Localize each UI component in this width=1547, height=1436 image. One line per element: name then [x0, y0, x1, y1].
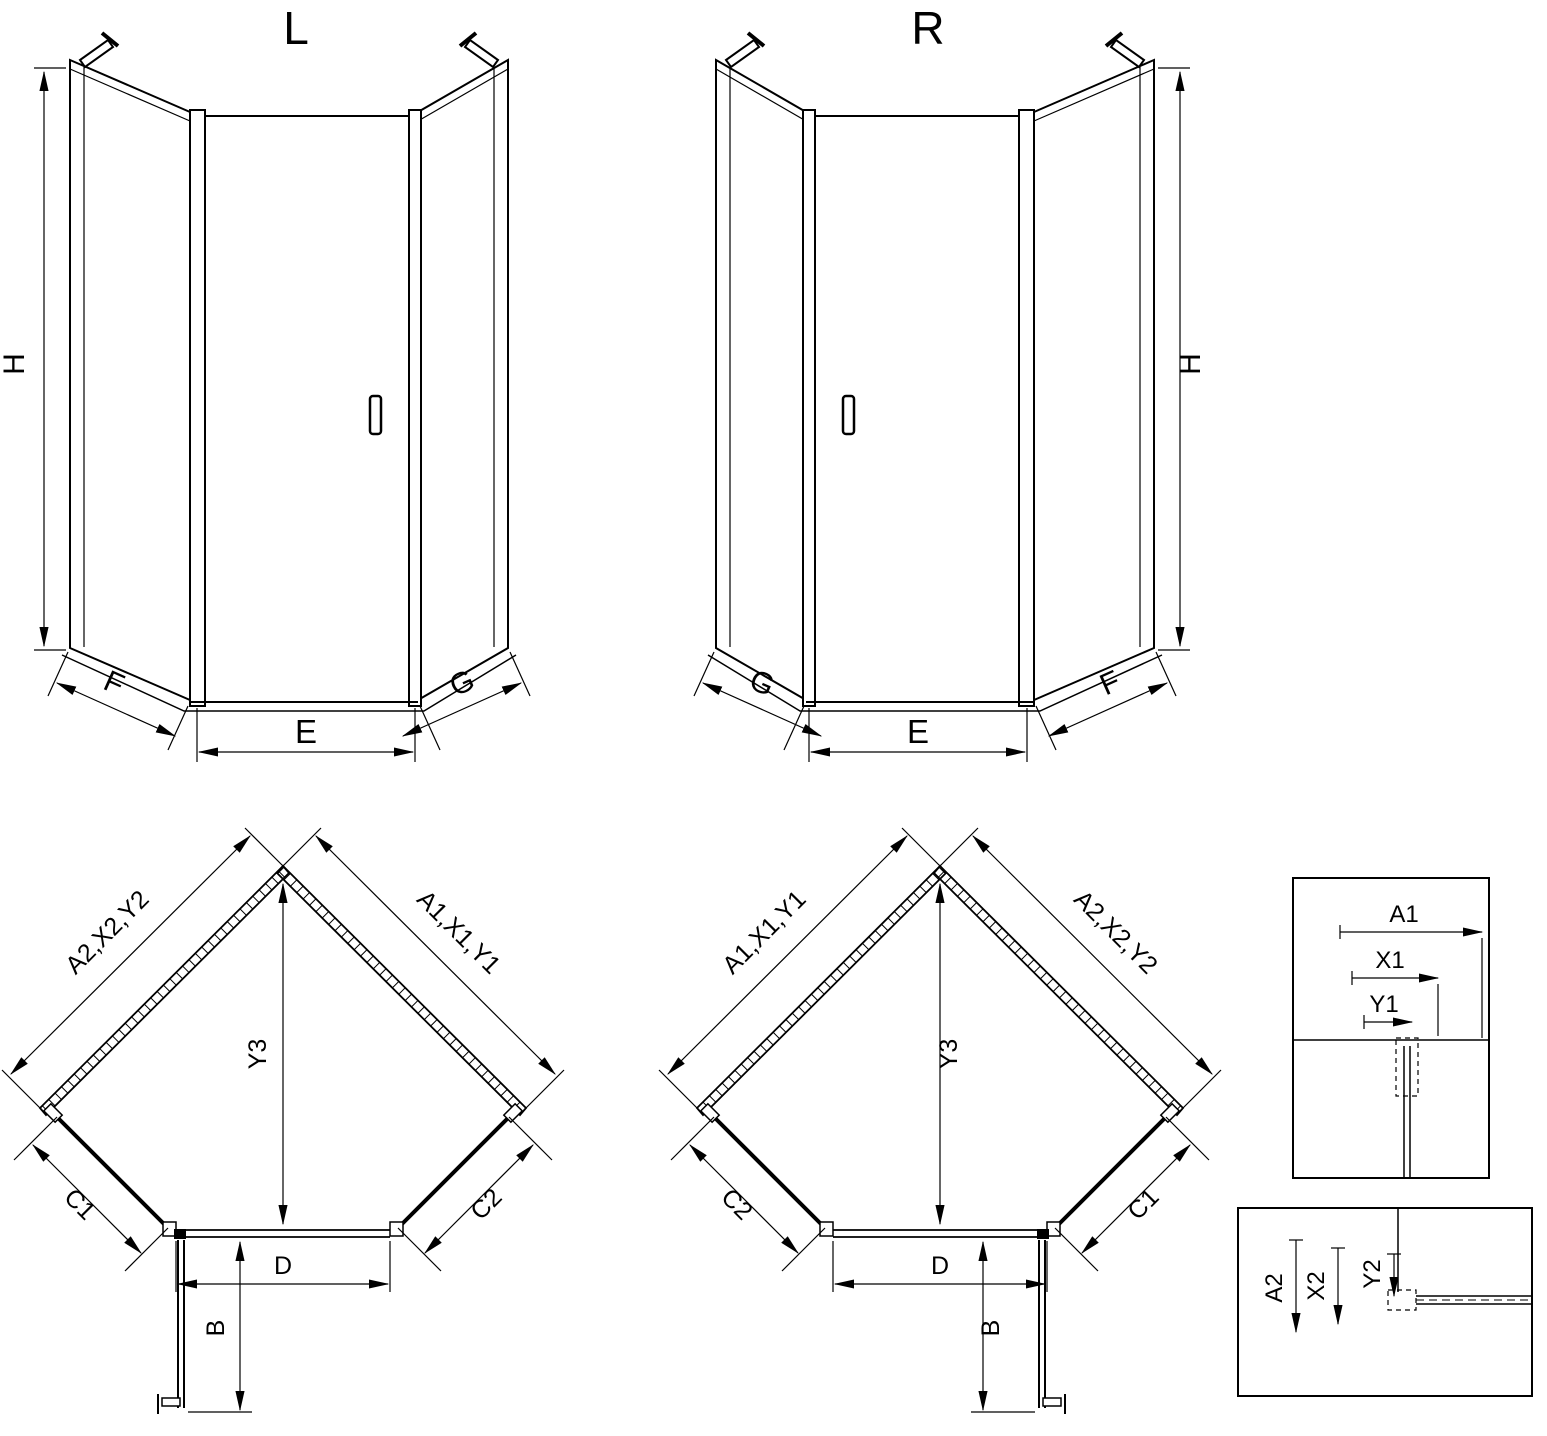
plan-left-dim-wall-right: A1,X1,Y1	[411, 885, 505, 979]
front-right-dim-f: F	[1095, 665, 1125, 703]
front-right-dim-g: G	[744, 664, 779, 704]
plan-right-dim-wall-left: A1,X1,Y1	[717, 885, 811, 979]
front-left-dim-h: H	[0, 353, 31, 375]
front-left-dim-e: E	[295, 713, 317, 750]
plan-left-dim-wall-left: A2,X2,Y2	[60, 885, 154, 979]
front-right-title: R	[911, 2, 944, 54]
plan-left-shape	[2, 828, 564, 1414]
detail-top-dim-x1: X1	[1375, 947, 1404, 974]
plan-right-dim-wall-right: A2,X2,Y2	[1068, 885, 1162, 979]
plan-left-dim-y3: Y3	[244, 1039, 272, 1070]
detail-bottom-dim-y2: Y2	[1359, 1259, 1386, 1288]
detail-bottom-dim-x2: X2	[1303, 1271, 1330, 1300]
plan-right-shape	[659, 828, 1221, 1414]
front-view-left: L H F E G	[0, 2, 530, 762]
plan-left-dim-c1: C1	[58, 1183, 100, 1225]
front-left-title: L	[283, 2, 309, 54]
detail-top-dim-y1: Y1	[1369, 991, 1398, 1018]
plan-left-dim-c2: C2	[465, 1183, 507, 1225]
plan-right-dim-c2: C2	[715, 1183, 757, 1225]
plan-right-dim-c1: C1	[1122, 1183, 1164, 1225]
plan-left-dim-b: B	[202, 1320, 230, 1337]
detail-box-top: A1 X1 Y1	[1292, 877, 1490, 1179]
plan-view-right: A1,X1,Y1 A2,X2,Y2 Y3 C2 C1 D B	[659, 828, 1221, 1414]
front-left-dim-g: G	[445, 664, 480, 704]
plan-view-left: A2,X2,Y2 A1,X1,Y1 Y3 C1 C2 D B	[2, 828, 564, 1414]
front-right-shape	[694, 33, 1190, 762]
plan-left-dim-d: D	[274, 1252, 292, 1280]
front-view-right: R H G E F	[694, 2, 1207, 762]
detail-box-bottom: A2 X2 Y2	[1237, 1207, 1533, 1397]
plan-right-dim-d: D	[931, 1252, 949, 1280]
front-right-dim-e: E	[907, 713, 929, 750]
front-right-dim-h: H	[1174, 353, 1207, 375]
plan-right-dim-b: B	[977, 1320, 1005, 1337]
front-left-shape	[34, 33, 530, 762]
detail-bottom-dim-a2: A2	[1261, 1273, 1288, 1302]
detail-top-dim-a1: A1	[1389, 901, 1418, 928]
plan-right-dim-y3: Y3	[935, 1039, 963, 1070]
